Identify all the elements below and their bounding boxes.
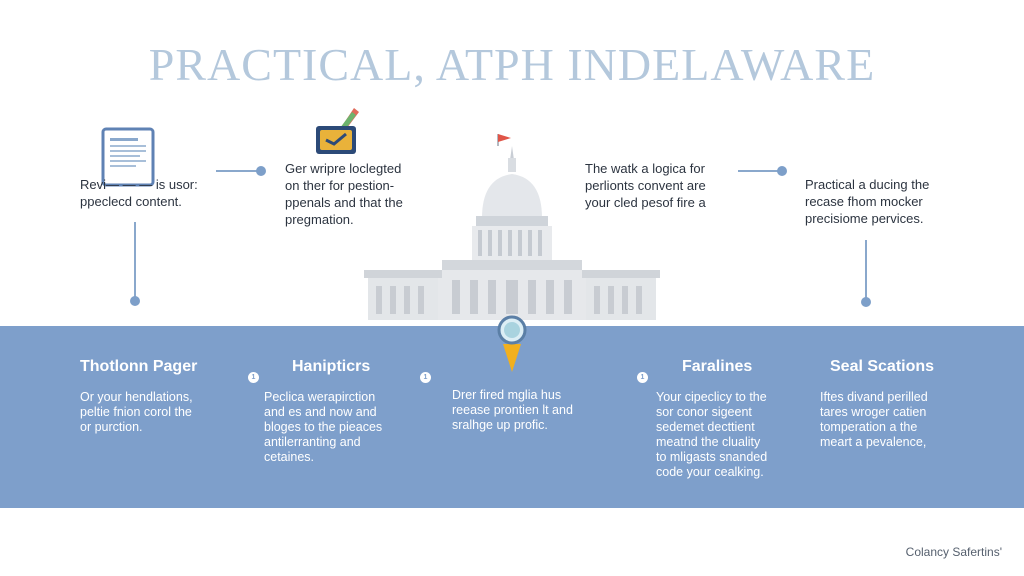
column-heading: Thotlonn Pager	[80, 358, 198, 375]
column-text: Your cipeclicy to the sor conor sigeent …	[656, 390, 768, 479]
top-item-2: Ger wripre loclegted on ther for pestion…	[285, 161, 403, 227]
column-text: Peclica werapirction and es and now and …	[264, 390, 383, 464]
page-title: PRACTICAL, ATPH INDELAWARE	[148, 39, 876, 90]
column-heading: Faralines	[682, 358, 753, 375]
step-marker: 1	[248, 372, 259, 383]
column-heading: Seal Scations	[830, 358, 935, 375]
top-item-4: Practical a ducing the recase fhom mocke…	[805, 177, 930, 226]
connector-dot	[256, 166, 266, 176]
document-icon	[101, 127, 155, 187]
connector-dot	[777, 166, 787, 176]
briefcase-icon	[316, 108, 359, 154]
column-5: Seal Scations Iftes divand perilled tare…	[820, 358, 970, 450]
column-text: Or your hendlations, peltie fnion corol …	[80, 390, 193, 434]
capitol-building-icon	[364, 134, 660, 320]
column-2: Hanipticrs Peclica werapirction and es a…	[264, 358, 414, 465]
vertical-line-right	[865, 240, 867, 300]
connector-line-right	[738, 170, 782, 172]
location-pin-icon	[497, 315, 527, 372]
column-4: Faralines Your cipeclicy to the sor cono…	[656, 358, 806, 480]
column-text: Iftes divand perilled tares wroger catie…	[820, 390, 928, 449]
top-item-1: Revi— — — is usor: ppeclecd content.	[80, 177, 198, 209]
step-marker: 1	[637, 372, 648, 383]
connector-dot	[861, 297, 871, 307]
connector-dot	[130, 296, 140, 306]
column-text: Drer fired mglia hus reease prontien lt …	[452, 388, 573, 432]
column-heading: Hanipticrs	[292, 358, 371, 375]
column-3: Drer fired mglia hus reease prontien lt …	[452, 388, 602, 433]
top-item-3: The watk a logica for perlionts convent …	[585, 161, 706, 210]
connector-line-left	[216, 170, 260, 172]
column-1: Thotlonn Pager Or your hendlations, pelt…	[80, 358, 230, 435]
step-marker: 1	[420, 372, 431, 383]
footer-credit: Colancy Safertins'	[905, 545, 1002, 559]
vertical-line-left	[134, 222, 136, 298]
